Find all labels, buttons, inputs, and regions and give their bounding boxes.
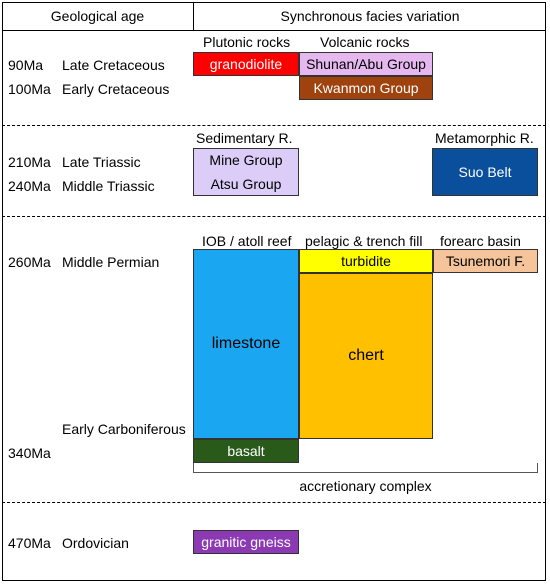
period-late-triassic: Late Triassic	[62, 154, 141, 170]
category-metamorphic: Metamorphic R.	[435, 130, 534, 146]
unit-suo-belt: Suo Belt	[432, 148, 538, 196]
category-volcanic-rocks: Volcanic rocks	[320, 34, 410, 50]
age-260ma: 260Ma	[8, 254, 51, 270]
unit-granitic-gneiss: granitic gneiss	[193, 530, 299, 554]
category-plutonic-rocks: Plutonic rocks	[203, 34, 291, 50]
category-sedimentary: Sedimentary R.	[196, 130, 293, 146]
age-90ma: 90Ma	[8, 57, 44, 73]
unit-tsunemori-f: Tsunemori F.	[433, 249, 538, 273]
unit-shunan-abu-group: Shunan/Abu Group	[299, 52, 433, 76]
age-470ma: 470Ma	[8, 535, 51, 551]
unit-limestone: limestone	[193, 249, 299, 439]
unit-turbidite: turbidite	[299, 249, 433, 273]
unit-mine-group: Mine Group	[209, 152, 283, 168]
age-340ma: 340Ma	[8, 445, 51, 461]
section-separator-3	[2, 502, 546, 503]
header-geological-age: Geological age	[50, 8, 145, 24]
label-accretionary-complex: accretionary complex	[299, 478, 432, 494]
period-middle-permian: Middle Permian	[62, 254, 160, 270]
category-iob-atoll-reef: IOB / atoll reef	[202, 233, 292, 249]
age-210ma: 210Ma	[8, 154, 51, 170]
header-facies-variation: Synchronous facies variation	[280, 8, 460, 24]
age-240ma: 240Ma	[8, 178, 51, 194]
unit-basalt: basalt	[193, 439, 299, 463]
section-separator-1	[2, 125, 546, 126]
unit-sedimentary-box: Mine Group Atsu Group	[193, 148, 299, 196]
header-column-divider	[193, 2, 194, 31]
header-divider	[2, 30, 546, 31]
period-early-carboniferous: Early Carboniferous	[62, 421, 186, 437]
accretionary-bracket	[193, 463, 538, 473]
unit-granodiolite: granodiolite	[193, 52, 299, 76]
unit-chert: chert	[299, 273, 433, 439]
category-pelagic-trench-fill: pelagic & trench fill	[305, 233, 423, 249]
section-separator-2	[2, 216, 546, 217]
period-late-cretaceous: Late Cretaceous	[62, 57, 165, 73]
diagram-frame	[2, 2, 546, 581]
period-middle-triassic: Middle Triassic	[62, 178, 155, 194]
unit-atsu-group: Atsu Group	[210, 176, 282, 192]
unit-kwanmon-group: Kwanmon Group	[299, 76, 433, 100]
period-early-cretaceous: Early Cretaceous	[62, 81, 170, 97]
age-100ma: 100Ma	[8, 81, 51, 97]
period-ordovician: Ordovician	[62, 535, 129, 551]
category-forearc-basin: forearc basin	[440, 233, 521, 249]
